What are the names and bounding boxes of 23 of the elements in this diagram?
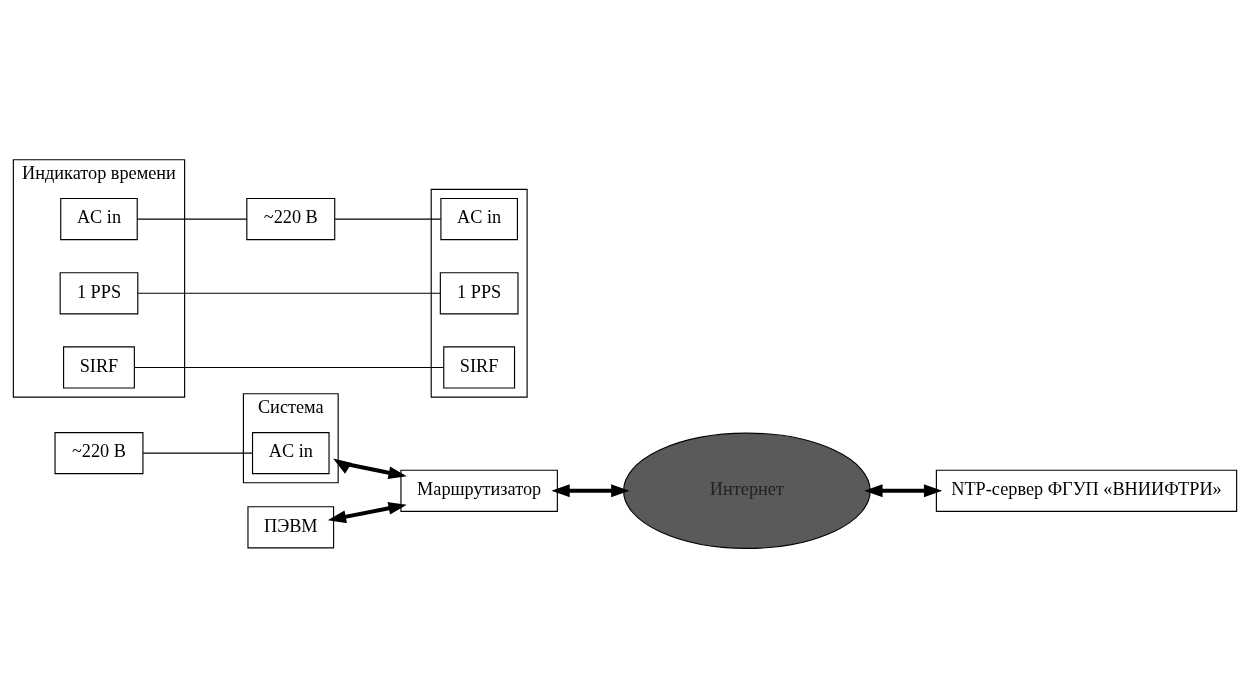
node-box: ~220 В	[246, 197, 336, 240]
node-box: ~220 В	[54, 431, 144, 474]
node-box: 1 PPS	[439, 271, 519, 314]
arrow	[327, 501, 407, 523]
connector	[137, 218, 248, 220]
node-box: AC in	[251, 431, 330, 474]
node-ellipse: Интернет	[623, 432, 871, 549]
node-box: AC in	[440, 197, 518, 240]
node-box: ПЭВМ	[247, 505, 335, 548]
arrow	[551, 483, 630, 497]
node-box: 1 PPS	[59, 271, 139, 314]
connector	[134, 366, 445, 368]
node-box: AC in	[60, 197, 138, 240]
connector	[137, 292, 441, 294]
node-box: SIRF	[443, 345, 516, 389]
node-box: SIRF	[63, 345, 135, 389]
cluster	[430, 188, 528, 398]
node-box: Маршрутизатор	[400, 469, 558, 512]
connector	[334, 218, 442, 220]
connector	[142, 452, 253, 454]
node-box: NTP-сервер ФГУП «ВНИИФТРИ»	[935, 469, 1238, 512]
arrow	[864, 483, 943, 497]
arrow	[333, 458, 407, 479]
